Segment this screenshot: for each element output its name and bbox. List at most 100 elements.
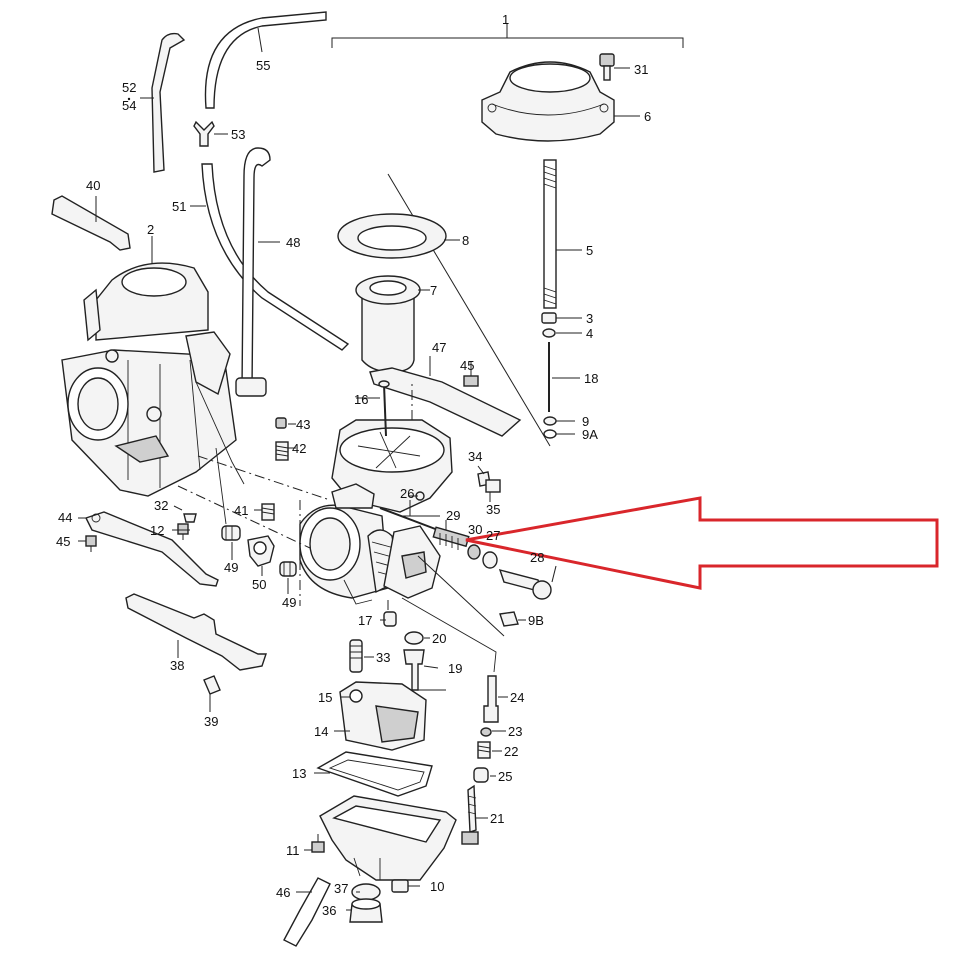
fitting-50	[247, 535, 275, 567]
piston-valve	[355, 275, 430, 373]
fitting-49b	[279, 561, 297, 577]
choke-bracket	[140, 32, 186, 173]
callout-19: 19	[448, 661, 462, 676]
part-9b	[417, 555, 519, 637]
callout-3: 3	[586, 311, 593, 326]
callout-51: 51	[172, 199, 186, 214]
fitting-17	[383, 611, 397, 627]
callout-49a: 49	[224, 560, 238, 575]
pilot-spring	[432, 526, 470, 550]
callout-37: 37	[334, 881, 348, 896]
callout-50: 50	[252, 577, 266, 592]
cap-screw	[599, 53, 630, 81]
float-bowl	[319, 795, 457, 881]
spring-22	[477, 741, 491, 759]
callout-29: 29	[446, 508, 460, 523]
plug-36	[349, 898, 383, 923]
plate-44	[85, 511, 219, 587]
screw-11	[311, 834, 325, 853]
callout-8: 8	[462, 233, 469, 248]
callout-52: 52	[122, 80, 136, 95]
diaphragm	[337, 213, 460, 259]
callout-42: 42	[292, 441, 306, 456]
screw-21	[461, 784, 479, 845]
callout-25: 25	[498, 769, 512, 784]
bracket-group-1	[331, 24, 684, 48]
washer-27	[467, 544, 498, 569]
callout-40: 40	[86, 178, 100, 193]
jet-33	[349, 639, 363, 673]
part-24	[483, 675, 499, 723]
spring	[543, 159, 582, 309]
separator-dot	[127, 97, 131, 101]
spring-35	[485, 479, 501, 502]
float-14	[339, 681, 427, 751]
clip-32	[183, 513, 197, 523]
callout-13: 13	[292, 766, 306, 781]
callout-9a: 9A	[582, 427, 598, 442]
top-cap	[481, 61, 640, 142]
callout-16: 16	[354, 392, 368, 407]
callout-39: 39	[204, 714, 218, 729]
t-joint	[193, 120, 228, 147]
callout-6: 6	[644, 109, 651, 124]
callout-9: 9	[582, 414, 589, 429]
callout-38: 38	[170, 658, 184, 673]
hose-51	[190, 163, 350, 351]
fitting-49a	[221, 525, 241, 541]
washer-20	[404, 631, 424, 645]
hose-48	[235, 147, 280, 397]
callout-20: 20	[432, 631, 446, 646]
highlight-arrow	[465, 496, 939, 590]
center-lines	[177, 455, 331, 606]
part-25	[473, 767, 489, 783]
hose-55	[204, 11, 327, 109]
plate-40	[51, 195, 131, 251]
part-28	[498, 568, 552, 600]
bracket-screw	[463, 362, 479, 387]
callout-54: 54	[122, 98, 136, 113]
callout-28: 28	[530, 550, 544, 565]
callout-9b: 9B	[528, 613, 544, 628]
callout-45-left: 45	[56, 534, 70, 549]
jet-needle	[548, 342, 580, 412]
clip-39	[203, 675, 221, 695]
callout-47: 47	[432, 340, 446, 355]
nozzle-19	[403, 649, 439, 691]
callout-55: 55	[256, 58, 270, 73]
screw-12	[177, 523, 189, 540]
leader-lines	[78, 495, 557, 911]
callout-30: 30	[468, 522, 482, 537]
callout-labels: 1 2 3 4 5 6 7 8 9 9A 9B 10 11 12 13 14 1…	[56, 12, 651, 918]
callout-49b: 49	[282, 595, 296, 610]
needle-retainer	[541, 312, 582, 324]
callout-1: 1	[502, 12, 509, 27]
main-carburetor-body	[299, 419, 453, 605]
callout-11: 11	[286, 843, 300, 858]
screw-45-left	[85, 535, 97, 552]
hose-46	[283, 877, 331, 947]
callout-7: 7	[430, 283, 437, 298]
needle-clip	[543, 416, 575, 439]
callout-26: 26	[400, 486, 414, 501]
callout-53: 53	[231, 127, 245, 142]
screw-43	[275, 417, 296, 429]
callout-18: 18	[584, 371, 598, 386]
left-carburetor	[61, 236, 245, 525]
callout-24: 24	[510, 690, 524, 705]
callout-15: 15	[318, 690, 332, 705]
callout-45-right: 45	[460, 358, 474, 373]
callout-34: 34	[468, 449, 482, 464]
callout-14: 14	[314, 724, 328, 739]
gasket-13	[316, 751, 433, 797]
callout-46: 46	[276, 885, 290, 900]
callout-27: 27	[486, 528, 500, 543]
callout-22: 22	[504, 744, 518, 759]
callout-44: 44	[58, 510, 72, 525]
callout-2: 2	[147, 222, 154, 237]
callout-33: 33	[376, 650, 390, 665]
callout-4: 4	[586, 326, 593, 341]
drain-screw-10	[391, 879, 420, 893]
callout-21: 21	[490, 811, 504, 826]
